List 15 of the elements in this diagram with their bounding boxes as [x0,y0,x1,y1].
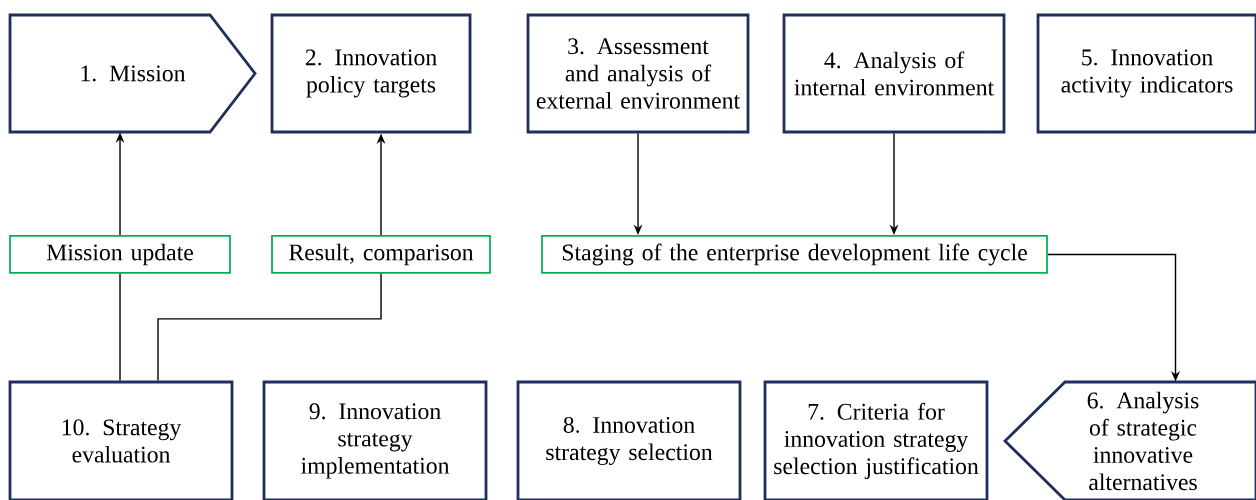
pentagon-arrow-box: 6. Analysis of strategic innovative alternatives [1003,380,1256,500]
step-label-box: Mission update [9,235,231,274]
process-box: 5. Innovation activity indicators [1036,13,1256,134]
connector-line [157,273,382,382]
process-box: 10. Strategy evaluation [8,380,234,500]
connector-line [119,273,121,382]
pentagon-arrow-box: 1. Mission [8,13,257,134]
process-box: 7. Criteria for innovation strategy selection justification [763,380,989,500]
step-label-box: Result, comparison [271,235,491,274]
process-box: 8. Innovation strategy selection [516,380,742,500]
process-box: 4. Analysis of internal environment [782,13,1006,134]
process-box: 3. Assessment and analysis of external environment [526,13,750,134]
process-box: 9. Innovation strategy implementation [262,380,488,500]
process-box: 2. Innovation policy targets [270,13,472,134]
step-label-box: Staging of the enterprise development life cycle [541,235,1048,274]
